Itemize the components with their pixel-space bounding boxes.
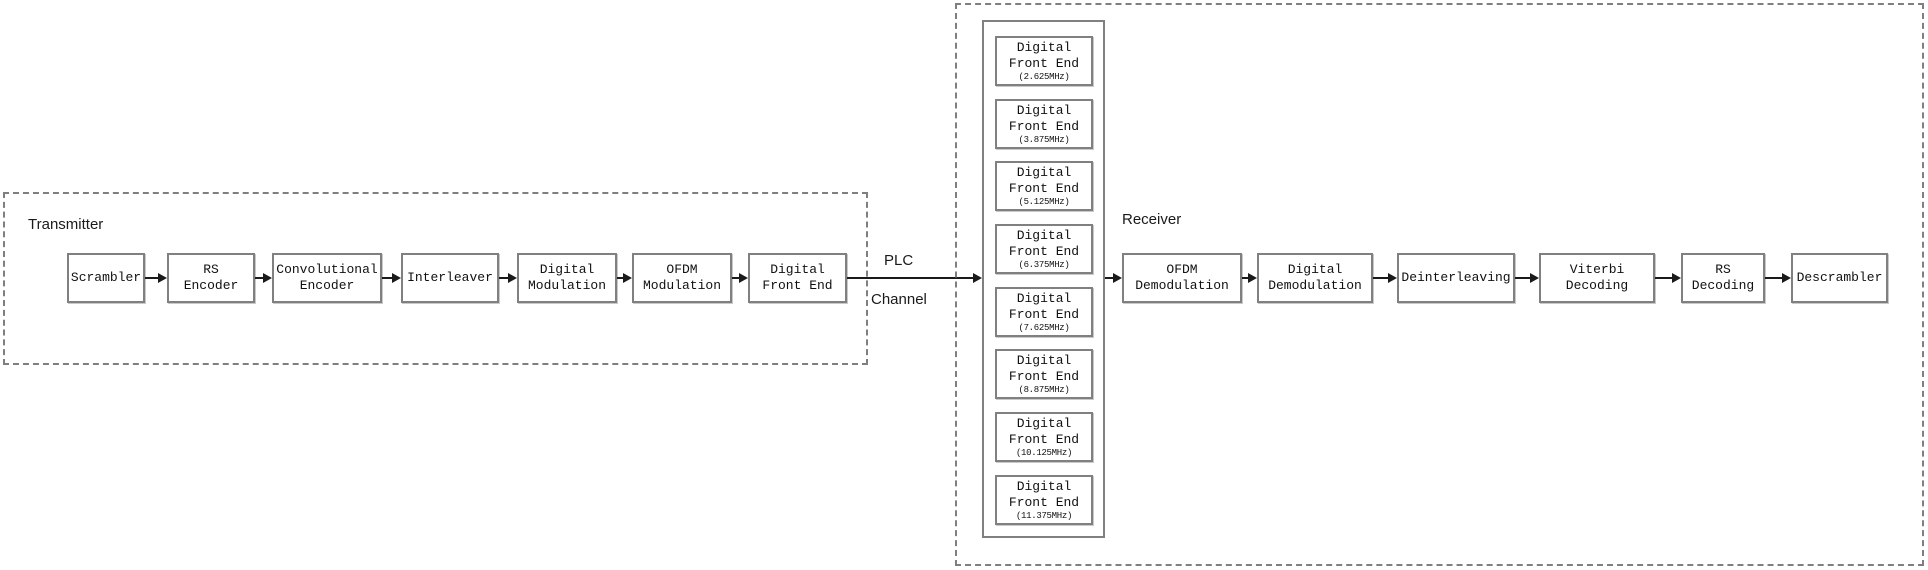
block-deinterleaving: Deinterleaving xyxy=(1397,253,1515,303)
block-label: Digital xyxy=(1016,102,1072,118)
block-scrambler: Scrambler xyxy=(67,253,145,303)
connector-arrow xyxy=(1373,273,1397,283)
block-label: RS xyxy=(1715,262,1731,277)
block-label: Digital xyxy=(1016,352,1072,368)
block-label: Digital xyxy=(1016,478,1072,494)
block-label: Digital xyxy=(1016,164,1072,180)
receiver-label: Receiver xyxy=(1122,211,1182,228)
block-digital-front-end-tx: Digital Front End xyxy=(748,253,847,303)
connector-arrow xyxy=(1655,273,1681,283)
connector-arrow xyxy=(499,273,517,283)
block-label: RS xyxy=(203,262,219,277)
block-label: Interleaver xyxy=(407,270,493,285)
block-frequency: (7.625MHz) xyxy=(1018,322,1070,333)
receiver-group-box xyxy=(955,3,1924,566)
block-frequency: (5.125MHz) xyxy=(1018,196,1070,207)
block-label: Decoding xyxy=(1691,278,1755,293)
block-label: OFDM xyxy=(666,262,698,277)
block-label: Demodulation xyxy=(1135,278,1229,293)
block-frequency: (8.875MHz) xyxy=(1018,384,1070,395)
connector-arrow xyxy=(1515,273,1539,283)
block-digital-front-end-rx-3: Digital Front End (5.125MHz) xyxy=(995,161,1093,211)
connector-arrow xyxy=(255,273,272,283)
block-viterbi-decoding: Viterbi Decoding xyxy=(1539,253,1655,303)
block-rs-encoder: RS Encoder xyxy=(167,253,255,303)
block-label: Digital xyxy=(539,262,595,277)
transmitter-label: Transmitter xyxy=(28,216,104,233)
block-label: Encoder xyxy=(183,278,239,293)
block-digital-front-end-rx-8: Digital Front End (11.375MHz) xyxy=(995,475,1093,525)
block-label: Front End xyxy=(1008,431,1080,447)
connector-arrow xyxy=(1765,273,1791,283)
block-label: Front End xyxy=(1008,118,1080,134)
block-digital-front-end-rx-7: Digital Front End (10.125MHz) xyxy=(995,412,1093,462)
block-label: Digital xyxy=(770,262,825,277)
block-digital-modulation: Digital Modulation xyxy=(517,253,617,303)
block-label: Front End xyxy=(762,278,833,293)
block-label: Demodulation xyxy=(1268,278,1362,293)
block-frequency: (10.125MHz) xyxy=(1015,447,1073,458)
block-frequency: (11.375MHz) xyxy=(1015,510,1073,521)
block-label: Digital xyxy=(1287,262,1343,277)
block-descrambler: Descrambler xyxy=(1791,253,1888,303)
block-digital-front-end-rx-2: Digital Front End (3.875MHz) xyxy=(995,99,1093,149)
block-label: Front End xyxy=(1008,180,1080,196)
block-digital-front-end-rx-1: Digital Front End (2.625MHz) xyxy=(995,36,1093,86)
block-label: Convolutional xyxy=(276,262,378,277)
block-label: Encoder xyxy=(299,278,355,293)
block-label: Viterbi xyxy=(1569,262,1625,277)
block-ofdm-demodulation: OFDM Demodulation xyxy=(1122,253,1242,303)
block-rs-decoding: RS Decoding xyxy=(1681,253,1765,303)
block-digital-demodulation: Digital Demodulation xyxy=(1257,253,1373,303)
block-frequency: (3.875MHz) xyxy=(1018,134,1070,145)
block-frequency: (6.375MHz) xyxy=(1018,259,1070,270)
block-label: Digital xyxy=(1016,290,1072,306)
block-frequency: (2.625MHz) xyxy=(1018,71,1070,82)
block-label: Front End xyxy=(1008,368,1080,384)
connector-arrow xyxy=(1242,273,1257,283)
block-digital-front-end-rx-6: Digital Front End (8.875MHz) xyxy=(995,349,1093,399)
block-label: Modulation xyxy=(527,278,606,293)
block-interleaver: Interleaver xyxy=(401,253,499,303)
block-label: Decoding xyxy=(1565,278,1629,293)
connector-arrow xyxy=(1105,273,1122,283)
block-label: Front End xyxy=(1008,494,1080,510)
block-ofdm-modulation: OFDM Modulation xyxy=(632,253,732,303)
block-label: Digital xyxy=(1016,39,1072,55)
block-label: Digital xyxy=(1016,227,1072,243)
block-label: Front End xyxy=(1008,243,1080,259)
block-label: Front End xyxy=(1008,55,1080,71)
plc-channel-arrow xyxy=(847,273,982,283)
block-label: Deinterleaving xyxy=(1401,270,1511,285)
block-label: Scrambler xyxy=(70,270,142,285)
block-digital-front-end-rx-4: Digital Front End (6.375MHz) xyxy=(995,224,1093,274)
plc-channel-label-line1: PLC xyxy=(884,252,914,269)
connector-arrow xyxy=(617,273,632,283)
plc-channel-label-line2: Channel xyxy=(871,291,927,308)
block-label: OFDM xyxy=(1166,262,1198,277)
connector-arrow xyxy=(382,273,401,283)
connector-arrow xyxy=(145,273,167,283)
block-label: Front End xyxy=(1008,306,1080,322)
block-label: Modulation xyxy=(642,278,721,293)
block-digital-front-end-rx-5: Digital Front End (7.625MHz) xyxy=(995,287,1093,337)
block-label: Digital xyxy=(1016,415,1072,431)
block-label: Descrambler xyxy=(1796,270,1883,285)
block-convolutional-encoder: Convolutional Encoder xyxy=(272,253,382,303)
connector-arrow xyxy=(732,273,748,283)
